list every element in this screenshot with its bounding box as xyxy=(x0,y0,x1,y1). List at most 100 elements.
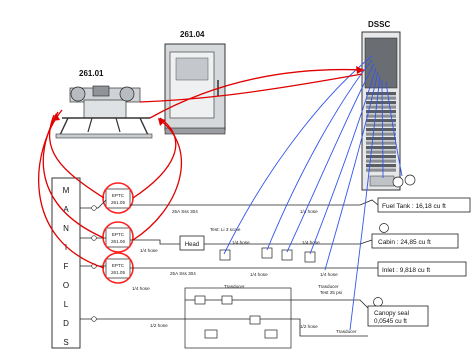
valve-2-icon xyxy=(221,295,233,305)
eptc-3-label: EPTC xyxy=(112,263,125,268)
signal-line-4 xyxy=(309,67,377,255)
tank-canopy-sub: 0,0545 cu ft xyxy=(374,318,407,325)
dssc-slot xyxy=(366,146,396,150)
gauge-left xyxy=(70,86,86,102)
manifold-letter: O xyxy=(63,281,69,290)
hose-label-1: 25A Sss 304 xyxy=(172,209,198,214)
head-unit: Head Test: Li 3 scale xyxy=(179,227,241,251)
eptc-1: EPTC 261.05 xyxy=(102,182,134,214)
dssc-slot xyxy=(366,141,396,145)
signal-line-3 xyxy=(286,63,375,253)
line-canopy-lower xyxy=(185,318,368,337)
gauge-canopy-icon xyxy=(373,297,383,307)
eptc-3-id: 261.05 xyxy=(111,270,125,275)
dssc-slot xyxy=(366,123,396,127)
control-loop-lines xyxy=(38,66,365,269)
line-manifold-eptc1 xyxy=(80,199,107,209)
line-cabin xyxy=(204,239,373,245)
eptc-2-label: EPTC xyxy=(112,232,125,237)
dssc-slot xyxy=(366,128,396,132)
manifold-letter: S xyxy=(63,338,68,347)
unit-261-01-label: 261.01 xyxy=(79,69,104,78)
gauge-right xyxy=(119,86,135,102)
hose-label-4: 1/4 hose xyxy=(232,240,250,245)
dssc-slot xyxy=(366,119,396,123)
signal-line-2 xyxy=(266,59,373,251)
tank-canopy-label: Canopy seal xyxy=(374,310,409,317)
tank-fuel: Fuel Tank : 16,18 cu ft xyxy=(377,197,471,213)
transducer-blocks: Trasducer Trasducer Trasducer xyxy=(219,247,357,334)
signal-line-1 xyxy=(223,55,373,255)
signal-line-7 xyxy=(381,79,384,179)
hose-label-9: 1/4 hose xyxy=(320,272,338,277)
fitting-2-icon xyxy=(91,235,97,241)
line-eptc2-head xyxy=(130,239,180,245)
unit-261-04: 261.04 xyxy=(164,30,226,135)
valve-3-icon xyxy=(249,315,261,325)
hose-label-8: 1/4 hose xyxy=(132,286,150,291)
eptc-2-id: 261.06 xyxy=(111,239,125,244)
transducer-label-1: Trasducer xyxy=(224,284,245,289)
dssc-slot xyxy=(366,155,396,159)
red-line-eptc2-cabinet xyxy=(132,119,183,241)
dssc-slot xyxy=(366,168,396,172)
eptc-1-id: 261.05 xyxy=(111,200,125,205)
arrow-stand-1-icon xyxy=(52,113,60,121)
unit-261-04-label: 261.04 xyxy=(180,30,205,39)
manifold-letter: N xyxy=(63,224,69,233)
signal-line-8 xyxy=(385,81,403,177)
red-line-eptc3-stand xyxy=(38,109,105,269)
signal-line-5 xyxy=(324,71,379,271)
manifold-letter: D xyxy=(63,319,69,328)
test-label: Test: Li 3 scale xyxy=(210,227,241,232)
hose-label-11: Test 25 psi xyxy=(320,290,342,295)
transducer-label-2: Trasducer xyxy=(318,284,339,289)
line-canopy-upper xyxy=(185,299,376,316)
dssc-slot xyxy=(366,159,396,163)
hose-label-6: 25A Sss 304 xyxy=(170,271,196,276)
gauge-fuel-1-icon xyxy=(392,176,404,188)
valve-1-icon xyxy=(194,295,206,305)
tank-inlet-label: Inlet : 9,818 cu ft xyxy=(382,267,430,274)
valve-5-icon xyxy=(264,329,278,339)
arrow-dssc-icon xyxy=(356,66,364,74)
dssc-slot xyxy=(366,132,396,136)
line-fuel-tank xyxy=(130,199,379,206)
canopy-valve-assembly xyxy=(184,287,292,349)
tank-cabin: Cabin : 24,85 cu ft xyxy=(371,233,459,249)
manifold-letter: F xyxy=(64,262,69,271)
dssc-label: DSSC xyxy=(368,20,390,29)
signal-line-6 xyxy=(349,75,381,331)
gauge-fuel-2-icon xyxy=(404,174,416,186)
signal-lines xyxy=(223,55,403,331)
dssc-slot xyxy=(366,150,396,154)
eptc-1-label: EPTC xyxy=(112,193,125,198)
arrow-cabinet-icon xyxy=(158,118,166,126)
red-line-261-04-dssc xyxy=(149,68,365,119)
tank-gauges xyxy=(373,174,416,307)
fitting-4-icon xyxy=(91,316,97,322)
valve-4-icon xyxy=(204,329,218,339)
dssc-slot xyxy=(366,96,396,100)
manifold-letter: A xyxy=(63,205,69,214)
red-line-eptc1-cabinet xyxy=(132,117,177,199)
dssc-slot xyxy=(366,164,396,168)
eptc-3: EPTC 261.05 xyxy=(102,252,134,284)
tank-canopy: Canopy seal 0,0545 cu ft xyxy=(367,305,429,327)
manifold-letter: I xyxy=(65,243,67,252)
dssc-slot xyxy=(366,114,396,118)
hose-label-5: 1/4 hose xyxy=(302,240,320,245)
tank-inlet: Inlet : 9,818 cu ft xyxy=(377,261,467,277)
gauge-cabin-icon xyxy=(379,223,389,233)
hose-label-3: 1/4 hose xyxy=(140,248,158,253)
hose-label-10: 1/2 hose xyxy=(150,323,168,328)
dssc-slots xyxy=(366,92,396,172)
dssc-slot xyxy=(366,137,396,141)
dssc-rack: DSSC xyxy=(361,20,401,191)
hose-label-12: 1/2 hose xyxy=(300,324,318,329)
manifold-letter: M xyxy=(63,186,70,195)
head-label: Head xyxy=(185,242,199,248)
dssc-slot xyxy=(366,105,396,109)
